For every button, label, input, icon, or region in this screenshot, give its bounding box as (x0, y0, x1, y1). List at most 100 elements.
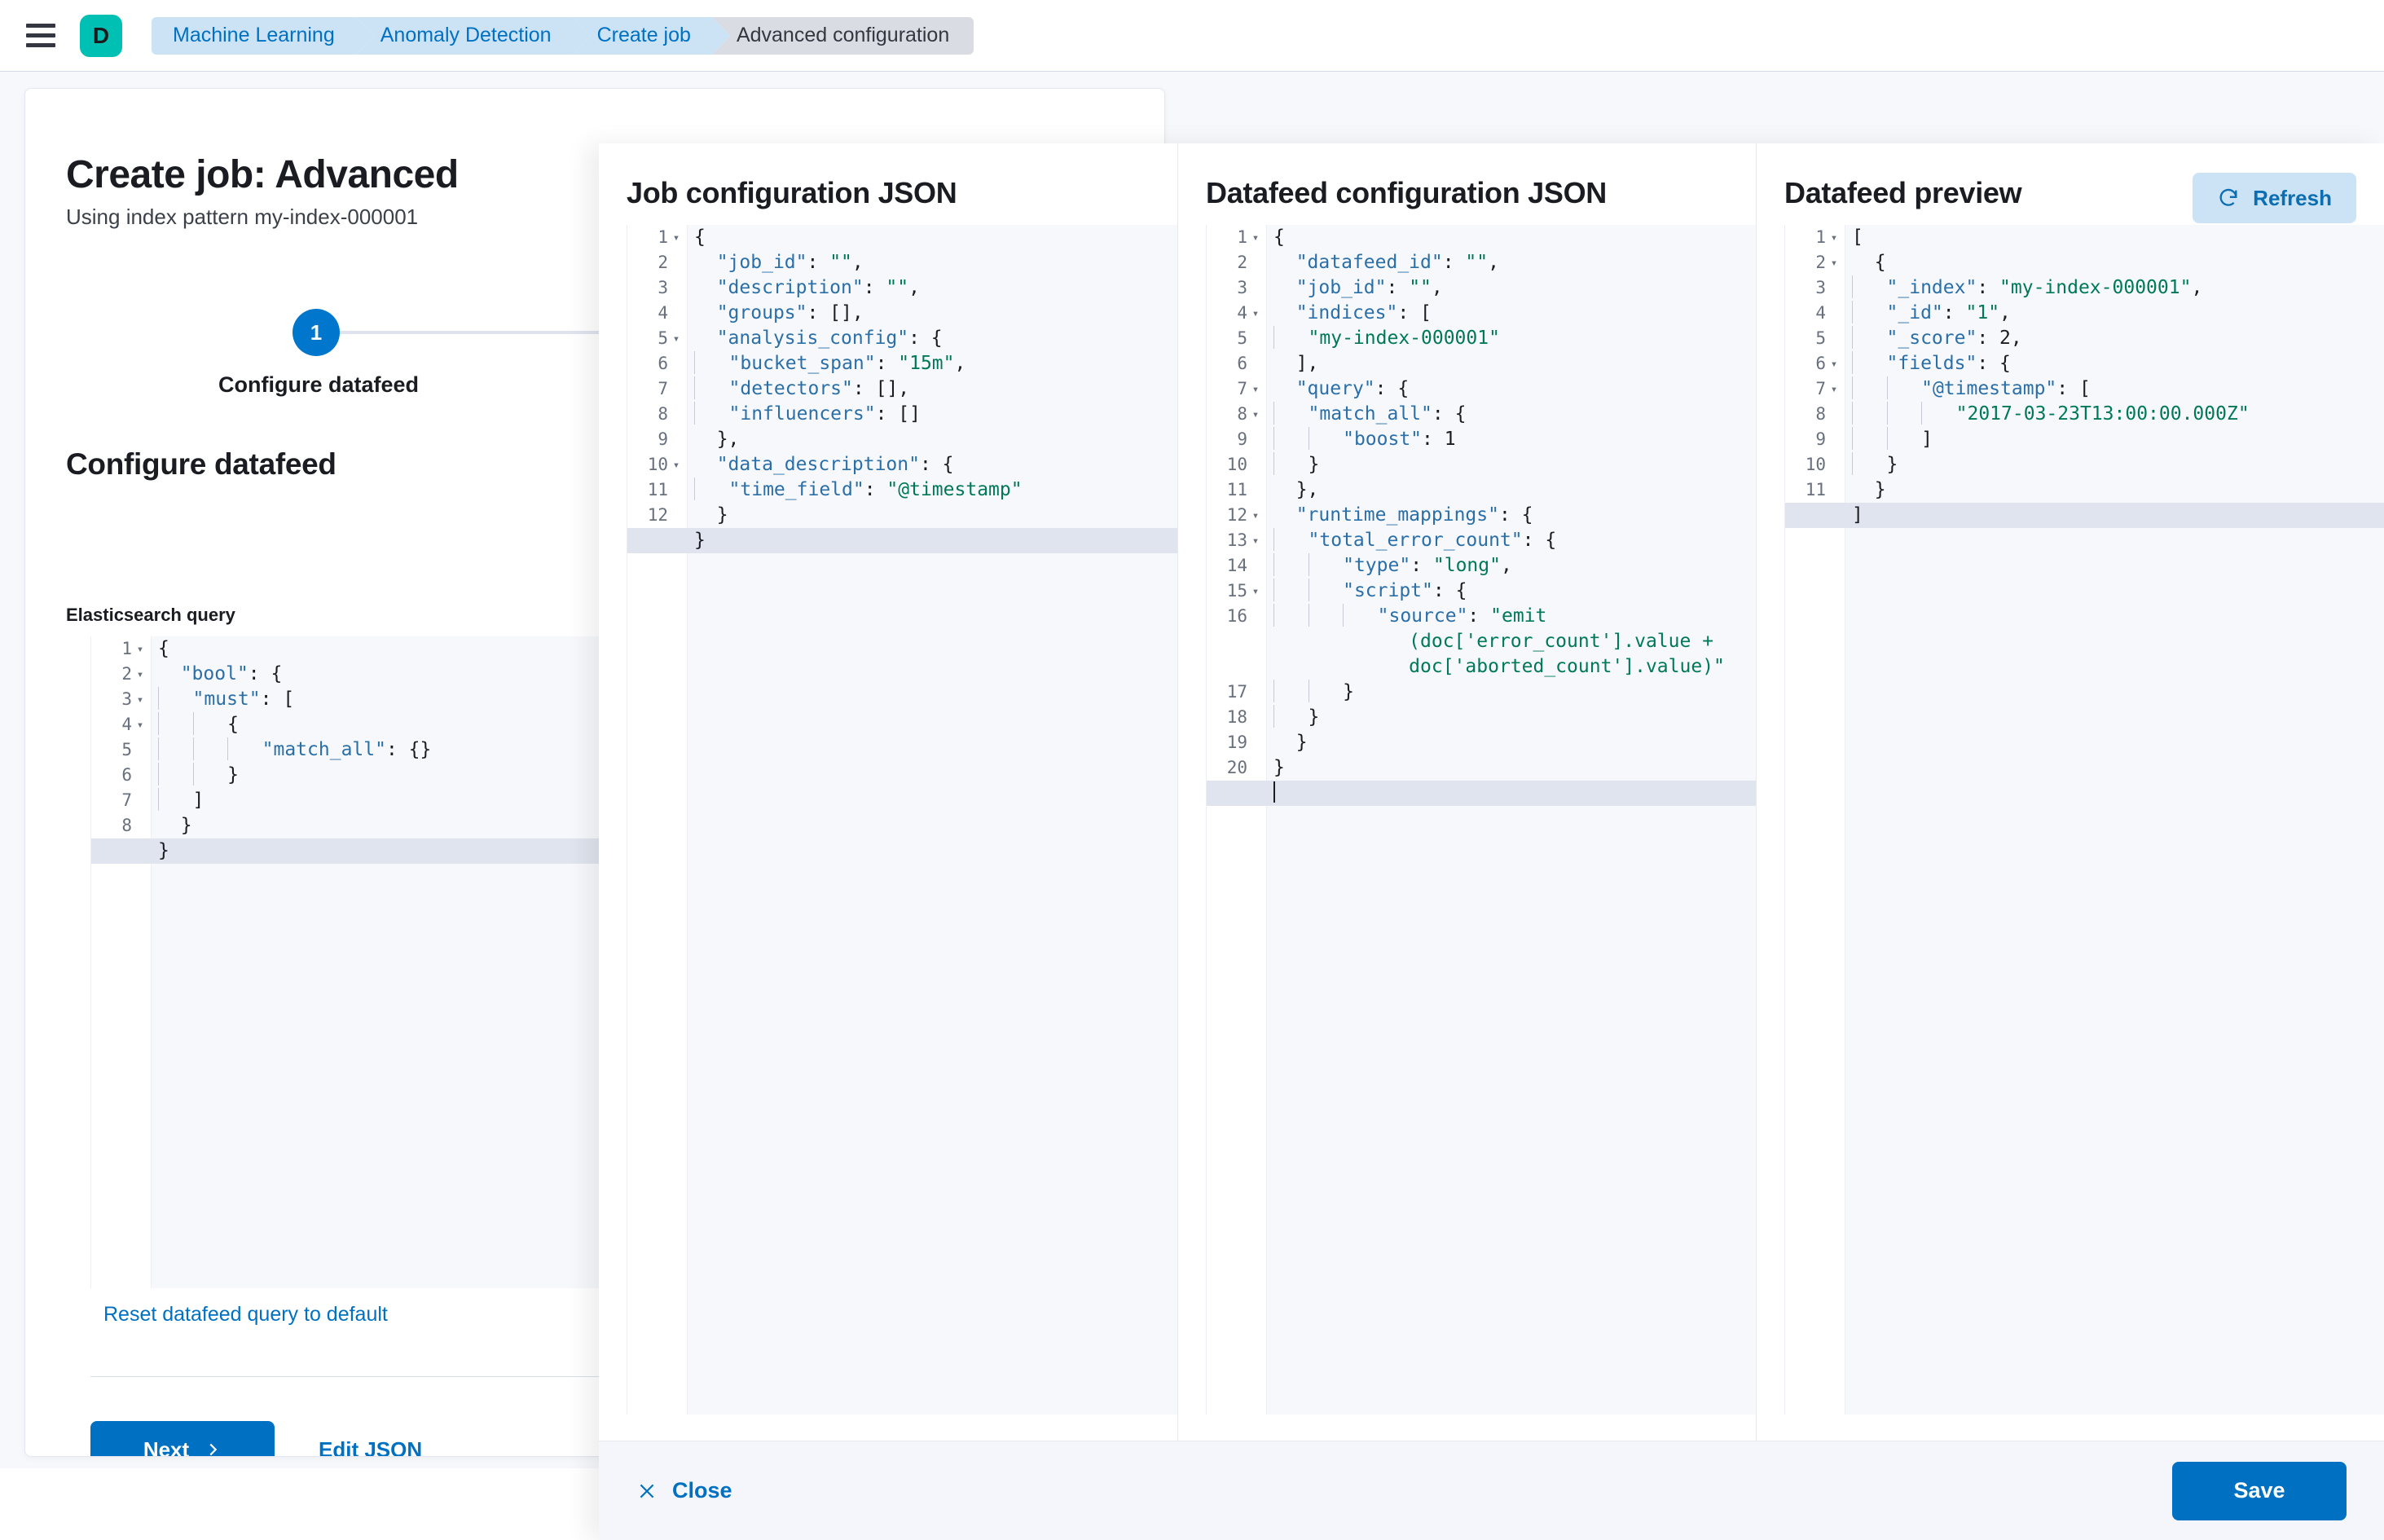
datafeed-preview-editor[interactable]: 1▾[ 2▾ {3 "_index": "my-index-000001", 4 "… (1784, 225, 2384, 1415)
code-line: 5▾ "analysis_config": { (658, 328, 943, 349)
code-line: 11 "time_field": "@timestamp" (647, 477, 1023, 500)
datafeed-configuration-title: Datafeed configuration JSON (1206, 176, 1607, 209)
code-line: 11 }, (1226, 479, 1319, 500)
code-line: 20} (1226, 757, 1285, 778)
code-line: 4▾ { (121, 712, 239, 735)
editor-code-area[interactable]: 1▾[ 2▾ {3 "_index": "my-index-000001", 4 "… (1785, 225, 2384, 1415)
editor-gutter (1207, 225, 1267, 1415)
next-button[interactable]: Next (90, 1421, 275, 1457)
refresh-button-label: Refresh (2253, 185, 2332, 210)
code-line: 18 } (1226, 705, 1320, 728)
code-line: 12] (1785, 503, 2384, 528)
editor-code-area[interactable]: 1▾{ 2 "job_id": "", 3 "description": "", 4 … (627, 225, 1177, 1415)
code-line: 5 "_score": 2, (1815, 326, 2022, 349)
code-line: 8▾ "match_all": { (1237, 402, 1467, 425)
code-line: 3▾ "must": [ (121, 687, 295, 710)
code-line: 2 "datafeed_id": "", (1237, 252, 1499, 273)
code-line: 4 "_id": "1", (1815, 301, 2011, 323)
hamburger-bar (26, 24, 55, 28)
editor-gutter (91, 636, 152, 1288)
code-line: 3 "_index": "my-index-000001", (1815, 275, 2203, 298)
breadcrumb-item-2[interactable]: Anomaly Detection (355, 16, 591, 55)
datafeed-preview-column: Datafeed preview Refresh 1▾[ 2▾ {3 "_inde… (1756, 143, 2384, 1441)
code-line: 19 } (1226, 732, 1308, 753)
chevron-right-icon (204, 1441, 222, 1456)
code-line: 1▾{ (658, 227, 706, 248)
code-line: 6▾ "fields": { (1815, 351, 2011, 374)
page-body: Create job: Advanced Using index pattern… (0, 72, 2384, 1540)
job-configuration-column: Job configuration JSON 1▾{ 2 "job_id": ""… (599, 143, 1177, 1441)
editor-code-area[interactable]: 1▾{ 2 "datafeed_id": "", 3 "job_id": "", 4▾… (1207, 225, 1756, 1415)
reset-datafeed-query-link[interactable]: Reset datafeed query to default (103, 1303, 388, 1326)
code-line: 17 } (1226, 680, 1354, 702)
code-line: 7 "detectors": [], (658, 376, 910, 399)
next-button-label: Next (143, 1437, 190, 1457)
job-configuration-editor[interactable]: 1▾{ 2 "job_id": "", 3 "description": "", 4 … (627, 225, 1177, 1415)
elasticsearch-query-label: Elasticsearch query (66, 605, 235, 625)
code-line: 16 "source": "emit (1226, 604, 1547, 627)
section-heading: Configure datafeed (66, 447, 336, 481)
code-line: 11 } (1805, 479, 1886, 500)
hamburger-menu-icon[interactable] (26, 23, 59, 49)
code-line: 2 "job_id": "", (658, 252, 864, 273)
refresh-icon (2217, 187, 2240, 209)
code-line: 2▾ "bool": { (121, 663, 283, 684)
code-line: 3 "job_id": "", (1237, 277, 1443, 298)
datafeed-configuration-column: Datafeed configuration JSON 1▾{ 2 "datafe… (1177, 143, 1756, 1441)
close-button[interactable]: Close (636, 1478, 732, 1503)
step-label: Configure datafeed (218, 372, 420, 397)
datafeed-preview-title: Datafeed preview (1784, 176, 2022, 209)
breadcrumb-item-4: Advanced configuration (711, 16, 974, 55)
code-line: 6 ], (1237, 353, 1319, 374)
code-line: 10 } (1805, 452, 1898, 475)
code-line: 3 "description": "", (658, 277, 920, 298)
code-line: 6 } (121, 763, 239, 785)
editor-gutter (1785, 225, 1845, 1415)
page-title: Create job: Advanced (66, 153, 459, 196)
edit-json-button[interactable]: Edit JSON (319, 1421, 422, 1457)
page-subtitle: Using index pattern my-index-000001 (66, 205, 419, 229)
step-number-badge[interactable]: 1 (293, 309, 340, 356)
code-line: 9 ] (1815, 427, 1933, 450)
code-line: 4▾ "indices": [ (1237, 302, 1432, 323)
code-line: 6 "bucket_span": "15m", (658, 351, 966, 374)
datafeed-configuration-editor[interactable]: 1▾{ 2 "datafeed_id": "", 3 "job_id": "", 4▾… (1206, 225, 1756, 1415)
code-line: 21 (1207, 781, 1756, 806)
code-line: 5 "my-index-000001" (1237, 326, 1500, 349)
code-line: 15▾ "script": { (1226, 579, 1467, 601)
code-line: 1▾{ (121, 638, 169, 659)
code-line: 4 "groups": [], (658, 302, 864, 323)
breadcrumb-item-3[interactable]: Create job (572, 16, 731, 55)
close-x-icon (636, 1481, 658, 1502)
code-line: 8 "2017-03-23T13:00:00.000Z" (1815, 402, 2250, 425)
hamburger-bar (26, 33, 55, 37)
code-line: 8 } (121, 815, 192, 836)
job-configuration-title: Job configuration JSON (627, 176, 957, 209)
code-line: 13} (627, 528, 1177, 553)
advanced-configuration-flyout: Job configuration JSON 1▾{ 2 "job_id": ""… (599, 143, 2384, 1540)
code-line: 1▾[ (1815, 227, 1863, 248)
code-line: 13▾ "total_error_count": { (1226, 528, 1557, 551)
code-line: 10▾ "data_description": { (647, 454, 954, 475)
code-line-wrap: doc['aborted_count'].value)" (1409, 656, 1725, 677)
code-line: 9 }, (658, 429, 740, 450)
code-line: 7▾ "@timestamp": [ (1815, 376, 2091, 399)
flyout-body: Job configuration JSON 1▾{ 2 "job_id": ""… (599, 143, 2384, 1441)
refresh-button[interactable]: Refresh (2193, 173, 2356, 223)
code-line: 9 "boost": 1 (1237, 427, 1456, 450)
code-line: 8 "influencers": [] (658, 402, 921, 425)
code-line: 12 } (647, 504, 728, 526)
brand-logo[interactable]: D (80, 14, 122, 57)
code-line: 10 } (1226, 452, 1320, 475)
code-line: 1▾{ (1237, 227, 1285, 248)
editor-gutter (627, 225, 688, 1415)
code-line: 7 ] (121, 788, 205, 811)
save-button[interactable]: Save (2172, 1461, 2347, 1520)
code-line: 2▾ { (1815, 252, 1886, 273)
hamburger-bar (26, 43, 55, 47)
close-button-label: Close (672, 1478, 732, 1503)
code-line: 14 "type": "long", (1226, 553, 1512, 576)
breadcrumb-item-1[interactable]: Machine Learning (152, 16, 374, 55)
